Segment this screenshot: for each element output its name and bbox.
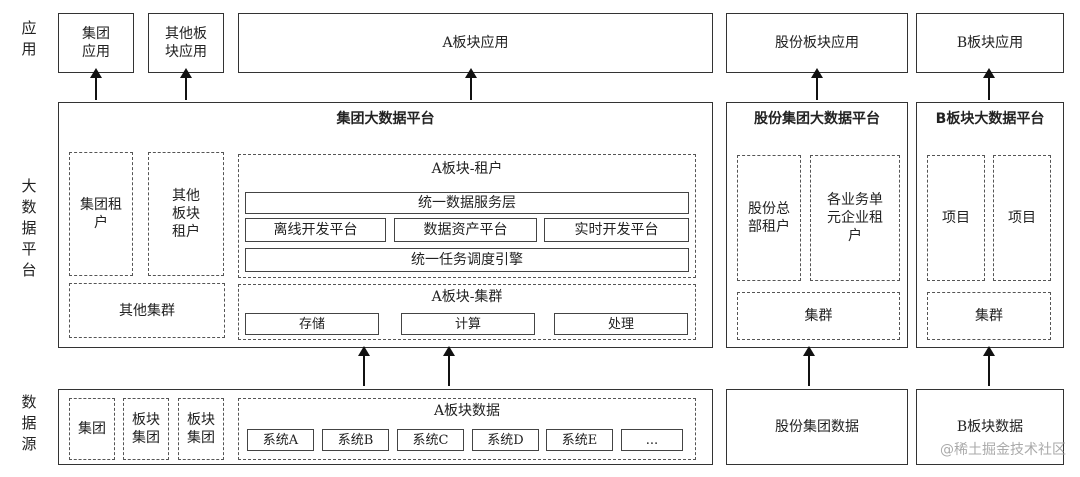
tenant-business-units: 各业务单 元企业租 户 — [810, 155, 900, 281]
app-share-label: 股份板块应用 — [775, 35, 859, 51]
layer-label-platform: 大 数 据 平 台 — [21, 177, 37, 279]
group-platform: 集团大数据平台 集团租 户 其他 板块 租户 其他集群 A板块-租户 统一数据服… — [58, 102, 713, 348]
realtime-platform: 实时开发平台 — [544, 218, 689, 242]
offline-platform: 离线开发平台 — [245, 218, 386, 242]
system-item-label: 系统A — [262, 432, 299, 448]
a-tenant-title: A板块-租户 — [431, 161, 503, 177]
cluster-compute: 计算 — [401, 313, 535, 335]
tenant-other: 其他 板块 租户 — [148, 152, 224, 276]
source-board-group-2: 板块 集团 — [178, 398, 224, 460]
arrow-up — [90, 68, 102, 100]
a-tenant: A板块-租户 统一数据服务层 离线开发平台 数据资产平台 实时开发平台 统一任务… — [238, 154, 696, 278]
system-item: 系统C — [397, 429, 464, 451]
service-layer-label: 统一数据服务层 — [418, 195, 516, 211]
app-other-label: 其他板 块应用 — [165, 26, 207, 60]
b-platform-title: B板块大数据平台 — [935, 111, 1045, 127]
arrow-up — [983, 346, 995, 386]
scheduler-engine: 统一任务调度引擎 — [245, 248, 689, 272]
a-cluster-title: A板块-集群 — [431, 289, 503, 305]
system-item: 系统A — [247, 429, 314, 451]
tenant-business-units-label: 各业务单 元企业租 户 — [827, 192, 883, 244]
source-b-data: B板块数据 — [916, 389, 1064, 465]
system-item: 系统E — [546, 429, 613, 451]
app-group: 集团 应用 — [58, 13, 134, 73]
system-item-label: 系统C — [412, 432, 449, 448]
system-item: ... — [621, 429, 683, 451]
system-item: 系统D — [472, 429, 539, 451]
watermark: @稀土掘金技术社区 — [940, 442, 1066, 458]
system-item-label: 系统B — [337, 432, 374, 448]
source-share-data-label: 股份集团数据 — [775, 419, 859, 435]
layer-label-app: 应 用 — [21, 19, 37, 58]
source-share-data: 股份集团数据 — [726, 389, 908, 465]
arrow-up — [465, 68, 477, 100]
other-cluster-label: 其他集群 — [119, 302, 175, 319]
b-project-1-label: 项目 — [942, 210, 970, 226]
b-project-2: 项目 — [993, 155, 1051, 281]
service-layer: 统一数据服务层 — [245, 192, 689, 214]
layer-label-source: 数 据 源 — [21, 393, 37, 453]
app-b: B板块应用 — [916, 13, 1064, 73]
a-cluster: A板块-集群 存储 计算 处理 — [238, 284, 696, 340]
b-project-1: 项目 — [927, 155, 985, 281]
b-cluster-label: 集群 — [975, 308, 1003, 324]
source-group-label: 集团 — [78, 421, 106, 437]
source-b-data-label: B板块数据 — [956, 419, 1024, 435]
share-platform: 股份集团大数据平台 股份总 部租户 各业务单 元企业租 户 集群 — [726, 102, 908, 348]
asset-platform: 数据资产平台 — [394, 218, 537, 242]
share-platform-title: 股份集团大数据平台 — [754, 111, 880, 127]
tenant-group-label: 集团租 户 — [80, 197, 122, 231]
app-share: 股份板块应用 — [726, 13, 908, 73]
app-group-label: 集团 应用 — [82, 26, 110, 60]
share-cluster-label: 集群 — [804, 308, 833, 324]
app-other: 其他板 块应用 — [148, 13, 224, 73]
tenant-group: 集团租 户 — [69, 152, 133, 276]
realtime-platform-label: 实时开发平台 — [574, 222, 659, 238]
arrow-up — [358, 346, 370, 386]
system-item-label: ... — [645, 432, 659, 448]
arrow-up — [811, 68, 823, 100]
arrow-up — [983, 68, 995, 100]
arrow-up — [803, 346, 815, 386]
cluster-process: 处理 — [554, 313, 688, 335]
cluster-process-label: 处理 — [607, 316, 634, 332]
cluster-storage: 存储 — [245, 313, 379, 335]
tenant-share-hq-label: 股份总 部租户 — [748, 201, 790, 235]
system-item: 系统B — [322, 429, 389, 451]
group-platform-title: 集团大数据平台 — [336, 111, 435, 127]
app-a: A板块应用 — [238, 13, 713, 73]
b-platform: B板块大数据平台 项目 项目 集群 — [916, 102, 1064, 348]
source-a-data-title: A板块数据 — [433, 403, 501, 419]
app-a-label: A板块应用 — [442, 35, 509, 51]
app-b-label: B板块应用 — [956, 35, 1024, 51]
arrow-up — [443, 346, 455, 386]
cluster-compute-label: 计算 — [454, 316, 481, 332]
offline-platform-label: 离线开发平台 — [273, 222, 358, 238]
b-cluster: 集群 — [927, 292, 1051, 340]
source-board-group-1-label: 板块 集团 — [132, 412, 160, 446]
cluster-storage-label: 存储 — [298, 316, 325, 332]
system-item-label: 系统D — [487, 432, 524, 448]
arrow-up — [180, 68, 192, 100]
other-cluster: 其他集群 — [69, 283, 225, 338]
source-board-group-2-label: 板块 集团 — [187, 412, 215, 446]
source-group: 集团 — [69, 398, 115, 460]
asset-platform-label: 数据资产平台 — [423, 222, 508, 238]
share-cluster: 集群 — [737, 292, 900, 340]
system-item-label: 系统E — [561, 432, 598, 448]
b-project-2-label: 项目 — [1008, 210, 1036, 226]
tenant-share-hq: 股份总 部租户 — [737, 155, 801, 281]
source-a-data: A板块数据 系统A 系统B 系统C 系统D 系统E ... — [238, 398, 696, 460]
source-board-group-1: 板块 集团 — [123, 398, 169, 460]
source-group-box: 集团 板块 集团 板块 集团 A板块数据 系统A 系统B 系统C 系统D 系统E… — [58, 389, 713, 465]
tenant-other-label: 其他 板块 租户 — [172, 188, 200, 240]
scheduler-engine-label: 统一任务调度引擎 — [411, 252, 523, 268]
